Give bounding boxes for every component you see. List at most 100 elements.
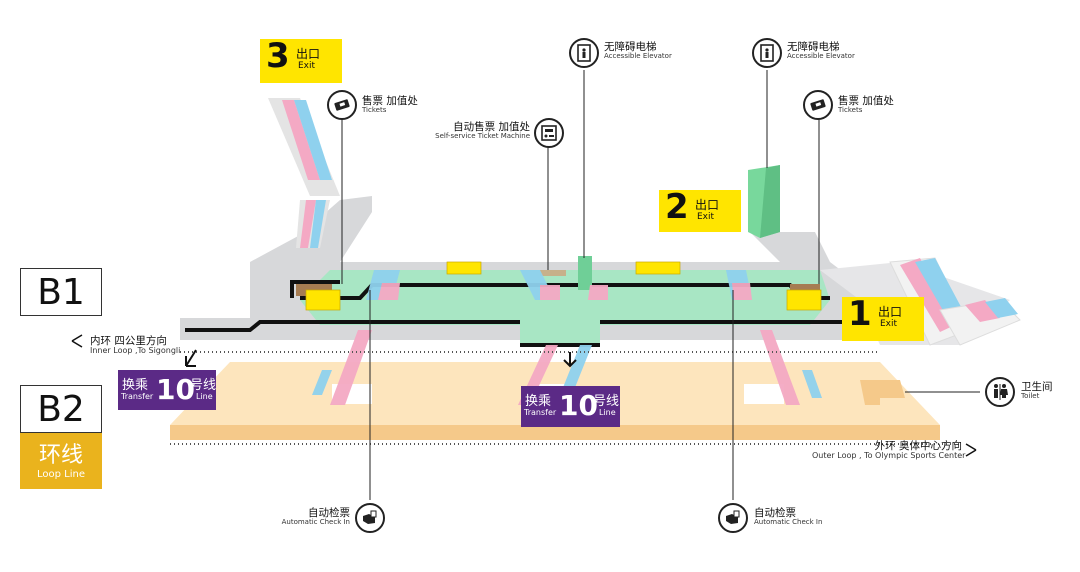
exit-3-number: 3	[266, 36, 290, 76]
elevator-right-cn: 无障碍电梯	[787, 41, 840, 53]
loop-line-en: Loop Line	[37, 469, 85, 480]
escalator-top-c2	[540, 285, 560, 300]
toilet-label: 卫生间 Toilet	[1021, 381, 1053, 401]
check-in-left-cn: 自动检票	[308, 507, 350, 519]
barrier-line-lower	[185, 320, 520, 332]
ticket-icon	[327, 90, 357, 120]
tickets-left-label: 售票 加值处 Tickets	[362, 95, 418, 115]
transfer-center-en: Transfer	[524, 408, 557, 417]
check-in-right-cn: 自动检票	[754, 507, 796, 519]
exit-1-en: Exit	[880, 319, 898, 329]
inner-loop-en: Inner Loop ,To Sigongli	[90, 346, 181, 356]
check-in-right-label: 自动检票 Automatic Check In	[754, 507, 823, 527]
tickets-left-en: Tickets	[362, 106, 387, 115]
tickets-right-cn: 售票 加值处	[838, 95, 894, 107]
leader-lines	[341, 70, 980, 500]
exit-2-cn: 出口	[695, 198, 720, 212]
escalator-top-l2	[378, 283, 400, 300]
toilet-icon	[985, 377, 1015, 407]
escalator-top-r2	[732, 283, 752, 300]
ticket-machine-label: 自动售票 加值处 Self-service Ticket Machine	[412, 121, 530, 141]
gate-row-top-left	[446, 261, 482, 275]
exit-3-stair	[268, 98, 340, 248]
exit-3-en: Exit	[298, 61, 316, 71]
inner-loop-arrow	[71, 334, 83, 348]
tickets-right-en: Tickets	[838, 106, 863, 115]
gate-row-right	[786, 289, 822, 311]
elevator-center-cn: 无障碍电梯	[604, 41, 657, 53]
transfer-arrow-left	[185, 349, 197, 367]
gate-row-left	[305, 289, 341, 311]
loop-line-cn: 环线	[38, 443, 83, 468]
transfer-left-en: Transfer	[121, 392, 154, 401]
exit-2-sign: 2 出口 Exit	[659, 187, 741, 232]
platform-opening-right	[744, 384, 784, 404]
exit-3-sign: 3 出口 Exit	[260, 36, 342, 83]
escalator-left-pink	[330, 330, 372, 405]
elevator-right-label: 无障碍电梯 Accessible Elevator	[787, 41, 855, 61]
fare-gates	[305, 261, 822, 311]
ticket-machine-block	[540, 270, 566, 276]
transfer-arrow-center	[563, 352, 577, 368]
b2-platform-edge	[170, 425, 940, 440]
toilet-cn: 卫生间	[1021, 381, 1053, 393]
ticket-machine-cn: 自动售票 加值处	[453, 121, 530, 133]
check-in-right-en: Automatic Check In	[754, 518, 823, 527]
transfer-center-line-cn: 号线	[593, 394, 620, 409]
level-b2-label: B2	[20, 385, 102, 433]
escalator-center-right-blue	[560, 345, 592, 395]
transfer-line-10-center: 换乘 Transfer 10 号线 Line	[521, 386, 620, 427]
ticket-icon	[803, 90, 833, 120]
elevator-center-en: Accessible Elevator	[604, 52, 672, 61]
ticket-machine-en: Self-service Ticket Machine	[435, 132, 530, 141]
elevator-icon	[569, 38, 599, 68]
gate-row-top-right	[635, 261, 681, 275]
transfer-left-cn: 换乘	[122, 378, 149, 393]
transfer-left-line-en: Line	[196, 392, 213, 401]
transfer-center-line-en: Line	[599, 408, 616, 417]
exit-3-cn: 出口	[296, 47, 321, 61]
paid-concourse	[300, 270, 830, 345]
escalator-right-pink	[760, 330, 800, 405]
outer-loop-direction: 外环 奥体中心方向 Outer Loop , To Olympic Sports…	[812, 440, 966, 461]
transfer-left-number: 10	[156, 373, 195, 406]
inner-loop-direction: 内环 四公里方向 Inner Loop ,To Sigongli	[90, 335, 181, 356]
exit-1-stair	[889, 257, 1021, 346]
barrier-line-left-box	[290, 280, 340, 298]
outer-loop-arrow	[965, 443, 977, 457]
toilet-block	[860, 380, 905, 405]
outer-loop-en: Outer Loop , To Olympic Sports Center	[812, 451, 966, 461]
elevator-icon	[752, 38, 782, 68]
check-in-left-en: Automatic Check In	[281, 518, 350, 527]
check-in-left-label: 自动检票 Automatic Check In	[276, 507, 350, 527]
exit-2-passage	[750, 232, 830, 262]
elevator-shaft-center	[578, 256, 592, 290]
check-in-icon	[355, 503, 385, 533]
elevator-shaft-right-side	[760, 165, 780, 238]
transfer-line-10-left: 换乘 Transfer 10 号线 Line	[118, 370, 216, 410]
tickets-left-cn: 售票 加值处	[362, 95, 418, 107]
exit-2-number: 2	[665, 187, 689, 227]
transfer-center-cn: 换乘	[525, 394, 552, 409]
toilet-en: Toilet	[1021, 392, 1040, 401]
exit-1-number: 1	[848, 294, 872, 334]
transfer-center-number: 10	[559, 389, 598, 422]
exit-1-cn: 出口	[878, 305, 903, 319]
escalator-left-blue	[312, 370, 332, 395]
tickets-right-label: 售票 加值处 Tickets	[838, 95, 894, 115]
elevator-right-en: Accessible Elevator	[787, 52, 855, 61]
inner-loop-cn: 内环 四公里方向	[90, 335, 167, 347]
escalator-top-c3	[588, 285, 608, 300]
exit-1-sign: 1 出口 Exit	[842, 294, 924, 341]
transfer-left-line-cn: 号线	[190, 378, 217, 393]
escalator-right-blue	[802, 370, 822, 398]
outer-loop-cn: 外环 奥体中心方向	[874, 440, 962, 452]
exit-2-en: Exit	[697, 212, 715, 222]
level-b1-label: B1	[20, 268, 102, 316]
ticket-machine-icon	[534, 118, 564, 148]
check-in-icon	[718, 503, 748, 533]
loop-line-badge: 环线 Loop Line	[20, 433, 102, 489]
elevator-center-label: 无障碍电梯 Accessible Elevator	[604, 41, 672, 61]
